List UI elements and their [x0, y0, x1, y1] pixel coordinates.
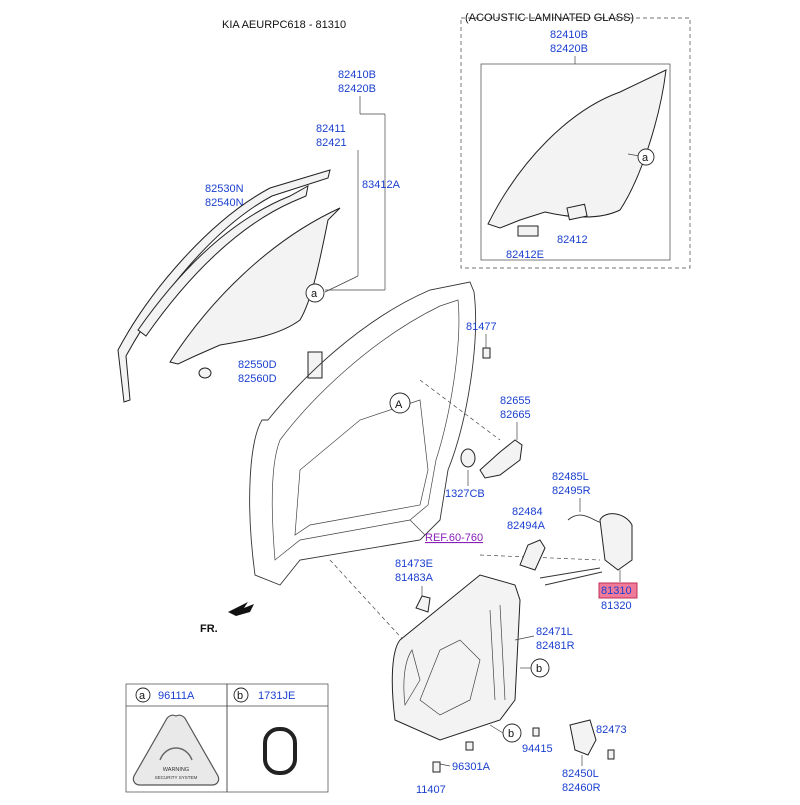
legend-b-marker	[233, 687, 249, 703]
legend: a 96111A b 1731JE WARNING SECURITY SYSTE…	[125, 683, 329, 793]
bolt-11407-label[interactable]: 11407	[416, 784, 446, 796]
bolt-81477	[482, 347, 491, 359]
grommet	[460, 448, 476, 468]
acoustic-glass-label-2[interactable]: 82420B	[550, 43, 588, 55]
bolt-81477-label[interactable]: 81477	[466, 321, 497, 333]
run-channel	[137, 185, 309, 337]
screw-94415-label[interactable]: 94415	[522, 743, 553, 755]
weatherstrip-label-2[interactable]: 82540N	[205, 197, 244, 209]
acoustic-clip-82412e	[517, 225, 539, 237]
acoustic-box-border	[460, 17, 691, 269]
rod-label-1[interactable]: 82484	[512, 506, 543, 518]
handle-label-1[interactable]: 82655	[500, 395, 531, 407]
bolt-11407	[432, 761, 441, 773]
grommet-label[interactable]: 1327CB	[445, 488, 485, 500]
window-regulator-module	[391, 574, 521, 741]
door-marker-A-text: A	[395, 399, 403, 411]
latch-highlight[interactable]	[598, 582, 638, 599]
acoustic-glass-panel	[487, 69, 667, 229]
glass-marker-a	[305, 283, 325, 303]
regulator-motor	[569, 719, 597, 756]
latch-rod	[519, 539, 546, 571]
hardware-components: 81477 82655 82665 1327CB 82485L 82495R 8…	[391, 321, 638, 796]
nut-96301a-label[interactable]: 96301A	[452, 761, 491, 773]
glass-inner-label-1[interactable]: 82411	[316, 123, 346, 135]
fr-arrow-icon	[228, 602, 254, 616]
motor-label-2[interactable]: 82460R	[562, 782, 601, 794]
glass-assembly: 82410B 82420B 82411 82421 83412A 82530N …	[117, 69, 401, 403]
car-icon	[159, 747, 193, 761]
cable	[567, 514, 606, 523]
acoustic-glass-box: (ACOUSTIC LAMINATED GLASS) 82410B 82420B…	[460, 12, 691, 269]
outside-handle	[479, 439, 523, 479]
fr-label: FR.	[200, 623, 218, 635]
acoustic-box-title: (ACOUSTIC LAMINATED GLASS)	[465, 12, 634, 24]
rod-label-2[interactable]: 82494A	[507, 520, 546, 532]
regulator-mechanism	[419, 639, 481, 716]
acoustic-clip-82412	[566, 203, 588, 221]
badge-text-security: SECURITY SYSTEM	[155, 775, 198, 780]
acoustic-callout-frame	[480, 63, 671, 261]
legend-a-marker	[135, 687, 151, 703]
marker-a-text: a	[642, 152, 649, 164]
latch-label-1[interactable]: 81310	[601, 585, 632, 597]
legend-a-marker-text: a	[139, 690, 146, 702]
weatherstrip-label-1[interactable]: 82530N	[205, 183, 244, 195]
glass-inner-label-2[interactable]: 82421	[316, 137, 347, 149]
motor-label-1[interactable]: 82450L	[562, 768, 599, 780]
door-shell: A REF.60-760	[249, 281, 601, 681]
nut-96301a	[465, 741, 474, 751]
regulator-label-2[interactable]: 82481R	[536, 640, 575, 652]
glass-marker-a-text: a	[311, 288, 318, 300]
marker-b-text-1: b	[536, 663, 542, 675]
striker-label-2[interactable]: 81483A	[395, 572, 434, 584]
door-inner-panel	[271, 299, 460, 561]
acoustic-glass-label-1[interactable]: 82410B	[550, 29, 588, 41]
legend-b-marker-text: b	[237, 690, 243, 702]
bracket-label-1[interactable]: 82550D	[238, 359, 277, 371]
run-channel-label[interactable]: 83412A	[362, 179, 401, 191]
glass-bracket	[307, 351, 323, 379]
legend-a-part[interactable]: 96111A	[158, 690, 195, 702]
door-outer-panel	[249, 281, 476, 586]
glass-label-2[interactable]: 82420B	[338, 83, 376, 95]
badge-text-warning: WARNING	[163, 767, 189, 773]
handle-label-2[interactable]: 82665	[500, 409, 531, 421]
glass-label-1[interactable]: 82410B	[338, 69, 376, 81]
front-indicator: FR.	[200, 602, 254, 635]
ref-label[interactable]: REF.60-760	[425, 532, 483, 544]
striker-label-1[interactable]: 81473E	[395, 558, 433, 570]
cable-label-2[interactable]: 82495R	[552, 485, 591, 497]
diagram-title: KIA AEURPC618 - 81310	[222, 19, 346, 31]
screw-94415	[532, 727, 540, 737]
warning-badge	[132, 714, 220, 786]
clip-82473-label[interactable]: 82473	[596, 724, 627, 736]
regulator-label-1[interactable]: 82471L	[536, 626, 573, 638]
legend-b-part[interactable]: 1731JE	[258, 690, 295, 702]
window-glass	[169, 207, 341, 365]
door-cavity	[294, 399, 429, 536]
cable-label-1[interactable]: 82485L	[552, 471, 589, 483]
acoustic-clip1-label[interactable]: 82412	[557, 234, 588, 246]
striker	[415, 595, 431, 613]
door-marker-A	[389, 392, 411, 414]
legend-b-box	[226, 683, 329, 793]
glass-clip	[198, 367, 212, 379]
door-latch	[599, 513, 633, 571]
bracket-label-2[interactable]: 82560D	[238, 373, 277, 385]
latch-label-2[interactable]: 81320	[601, 600, 632, 612]
plug-grommet	[263, 727, 297, 775]
marker-a-circle	[637, 148, 655, 166]
acoustic-clip2-label[interactable]: 82412E	[506, 249, 544, 261]
marker-b-text-2: b	[508, 728, 514, 740]
clip-82473	[607, 749, 615, 760]
